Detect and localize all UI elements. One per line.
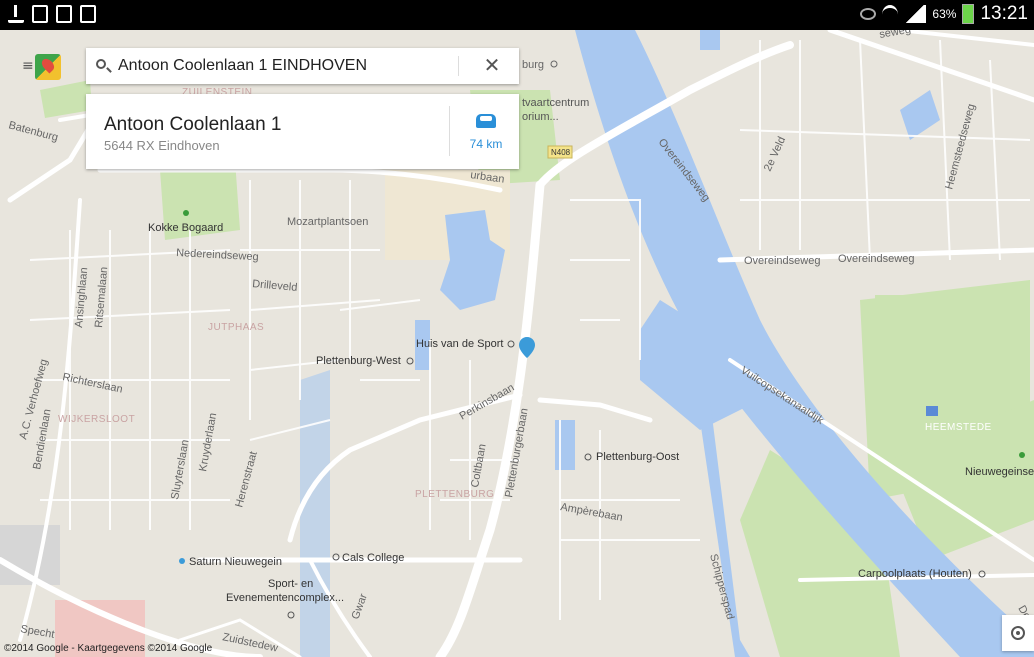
status-bar: 63% 13:21	[0, 0, 1034, 30]
wifi-icon	[882, 4, 899, 24]
label-plettenburg-west: Plettenburg-West	[316, 355, 401, 367]
map-streets	[29, 39, 1031, 620]
poi-dot-icon	[287, 611, 295, 619]
search-input[interactable]: Antoon Coolenlaan 1 EINDHOVEN	[118, 57, 368, 74]
highway-shield-n408: N408	[547, 145, 573, 159]
park-icon	[183, 210, 189, 216]
label-nedereindseweg: Nedereindseweg	[176, 247, 259, 263]
place-title: Antoon Coolenlaan 1	[104, 114, 282, 135]
park-icon	[1019, 452, 1025, 458]
battery-percentage: 63%	[932, 7, 957, 21]
label-seweg: seweg	[878, 30, 911, 41]
poi-dot-icon	[978, 570, 986, 578]
label-plettenburg: PLETTENBURG	[415, 489, 494, 500]
battery-icon	[962, 4, 975, 24]
poi-dot-icon	[584, 453, 592, 461]
location-pin-icon	[519, 337, 535, 358]
poi-dot-icon	[406, 357, 414, 365]
play-icon	[80, 5, 96, 23]
label-wijkersloot: WIJKERSLOOT	[58, 414, 135, 425]
search-bar[interactable]: Antoon Coolenlaan 1 EINDHOVEN ✕	[86, 48, 519, 84]
label-plettenburg-oost: Plettenburg-Oost	[596, 451, 679, 463]
poi-dot-icon	[507, 340, 515, 348]
label-drilleveld: Drilleveld	[252, 278, 298, 294]
map-roads	[0, 30, 1034, 657]
download-icon	[8, 5, 24, 23]
label-carpoolplaats: Carpoolplaats (Houten)	[858, 568, 972, 580]
menu-icon[interactable]: ≡	[22, 58, 34, 74]
label-evenementencomplex: Evenementencomplex...	[226, 592, 344, 604]
store-icon	[56, 5, 72, 23]
distance-label: 74 km	[469, 137, 503, 151]
label-urbaan: urbaan	[470, 169, 506, 186]
label-sport-en: Sport- en	[268, 578, 313, 590]
search-icon	[96, 59, 106, 69]
card-divider	[449, 106, 450, 156]
school-icon	[926, 406, 938, 416]
label-saturn-nieuwegein: Saturn Nieuwegein	[189, 556, 282, 568]
maps-logo-icon[interactable]	[35, 54, 61, 80]
map-copyright: ©2014 Google - Kaartgegevens ©2014 Googl…	[4, 643, 213, 654]
label-heemstede: HEEMSTEDE	[925, 422, 992, 433]
label-overeindseweg-1: Overeindseweg	[744, 255, 820, 267]
label-vaartcentrum: tvaartcentrum	[522, 97, 589, 109]
poi-dot-icon	[550, 60, 558, 68]
place-result-card[interactable]: Antoon Coolenlaan 1 5644 RX Eindhoven 74…	[86, 94, 519, 169]
shop-icon	[179, 558, 185, 564]
label-kokke-bogaard: Kokke Bogaard	[148, 222, 223, 234]
car-icon	[476, 114, 496, 128]
signal-icon	[904, 5, 927, 23]
close-icon[interactable]: ✕	[483, 55, 501, 77]
label-jutphaas: JUTPHAAS	[208, 322, 264, 333]
sim-icon	[32, 5, 48, 23]
label-cals-college: Cals College	[342, 552, 404, 564]
eye-icon	[860, 8, 877, 20]
my-location-icon	[1011, 626, 1025, 640]
label-huis-van-de-sport: Huis van de Sport	[416, 338, 503, 350]
label-burg: burg	[522, 59, 544, 71]
directions-button[interactable]: 74 km	[458, 108, 514, 158]
svg-text:N408: N408	[551, 148, 571, 157]
label-ritsemalaan: Ritsemalaan	[93, 266, 110, 328]
label-mozartplantsoen: Mozartplantsoen	[287, 216, 368, 228]
label-overeindseweg-2: Overeindseweg	[838, 253, 914, 265]
label-zuilenstein: ZUILENSTEIN	[182, 87, 253, 98]
label-ansinghlaan: Ansinghlaan	[73, 267, 90, 328]
my-location-button[interactable]	[1002, 615, 1034, 651]
place-address: 5644 RX Eindhoven	[104, 138, 220, 153]
search-divider	[458, 56, 459, 76]
label-orium: orium...	[522, 111, 559, 123]
label-specht: Specht	[19, 623, 55, 641]
school-dot-icon	[332, 553, 340, 561]
label-nieuwegeinse: Nieuwegeinse	[965, 466, 1034, 478]
clock: 13:21	[980, 3, 1028, 24]
